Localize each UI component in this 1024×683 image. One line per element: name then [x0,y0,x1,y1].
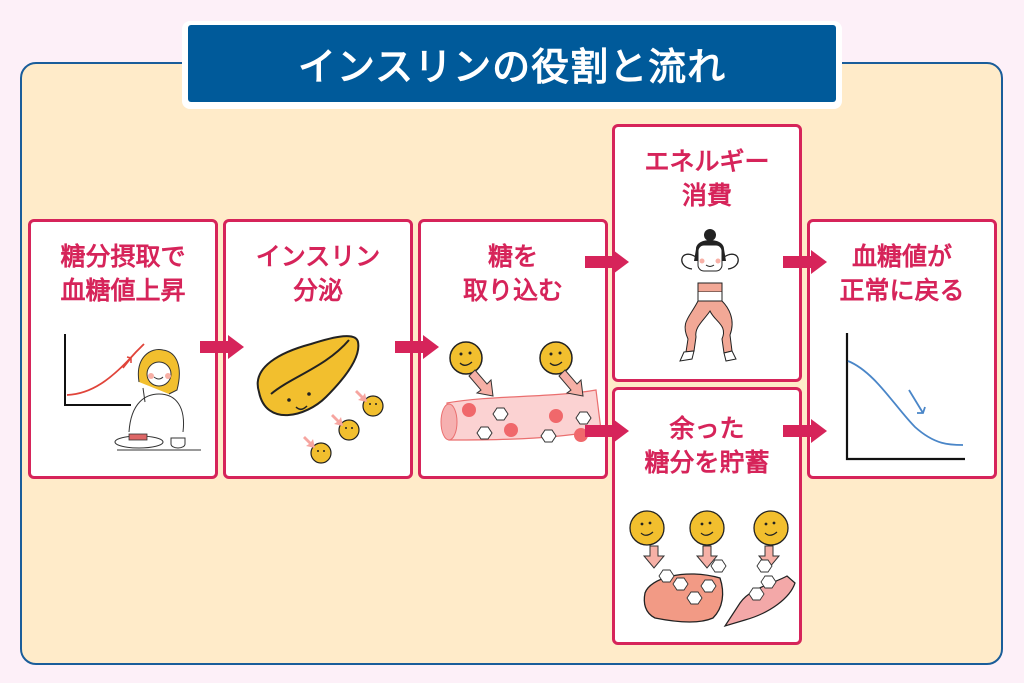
step-card-glucose-uptake: 糖を 取り込む [418,219,608,479]
step-label: エネルギー 消費 [644,147,770,210]
graph-axes [845,333,965,461]
flow-arrow-3-5 [585,419,629,443]
step-card-store-excess-sugar: 余った 糖分を貯蓄 [612,387,802,645]
flow-arrow-4-6 [783,250,827,274]
down-arrow-icon [908,389,926,414]
falling-graph-illustration [845,333,965,461]
up-arrow-icon [122,356,132,369]
blood-vessel-illustration [440,341,601,443]
muscle [723,575,796,628]
step-label: インスリン 分泌 [255,242,381,305]
page-title: インスリンの役割と流れ [188,25,836,102]
woman-eating-illustration [64,334,201,451]
step-label: 余った 糖分を貯蓄 [644,414,770,477]
pancreas-illustration [256,335,384,464]
step-card-blood-sugar-rise: 糖分摂取で 血糖値上昇 [28,219,218,479]
step-label: 血糖値が 正常に戻る [839,242,965,305]
step-card-energy-consumption: エネルギー 消費 [612,124,802,382]
insulin-drop [629,510,789,546]
step-label: 糖を 取り込む [462,242,563,305]
rising-curve [66,343,145,396]
liver-muscle-illustration [629,510,796,628]
title-banner: インスリンの役割と流れ [182,21,842,109]
step-card-blood-sugar-normal: 血糖値が 正常に戻る [807,219,997,479]
insulin-drop [310,395,384,464]
falling-curve [847,360,964,446]
insulin-drop [449,341,573,375]
step-card-insulin-secretion: インスリン 分泌 [223,219,413,479]
graph-axes [64,334,131,406]
woman-exercising-illustration [679,229,739,362]
flow-arrow-5-6 [783,419,827,443]
flow-arrow-3-4 [585,250,629,274]
flow-arrow-1-2 [200,335,244,359]
pancreas [256,335,360,417]
step-label: 糖分摂取で 血糖値上昇 [60,242,186,305]
flow-arrow-2-3 [395,335,439,359]
